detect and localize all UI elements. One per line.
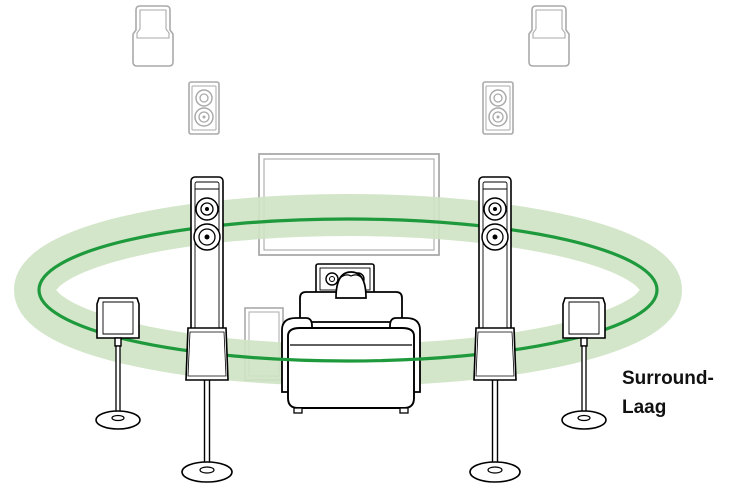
height-speaker-icon [528, 5, 570, 67]
bookshelf-speaker-icon [188, 81, 220, 135]
listener-icon [335, 271, 367, 299]
floor-speaker-icon [181, 176, 233, 483]
floor-speaker-icon [469, 176, 521, 483]
surround-layer-ring [37, 217, 659, 363]
height-speaker-icon [132, 5, 174, 67]
surround-layer-label-line1: Surround- [622, 368, 714, 389]
sofa-icon [281, 291, 421, 414]
bookshelf-speaker-icon [482, 81, 514, 135]
surround-layer-label-line2: Laag [622, 397, 667, 418]
surround-layer-label: Surround- Laag [622, 364, 714, 422]
